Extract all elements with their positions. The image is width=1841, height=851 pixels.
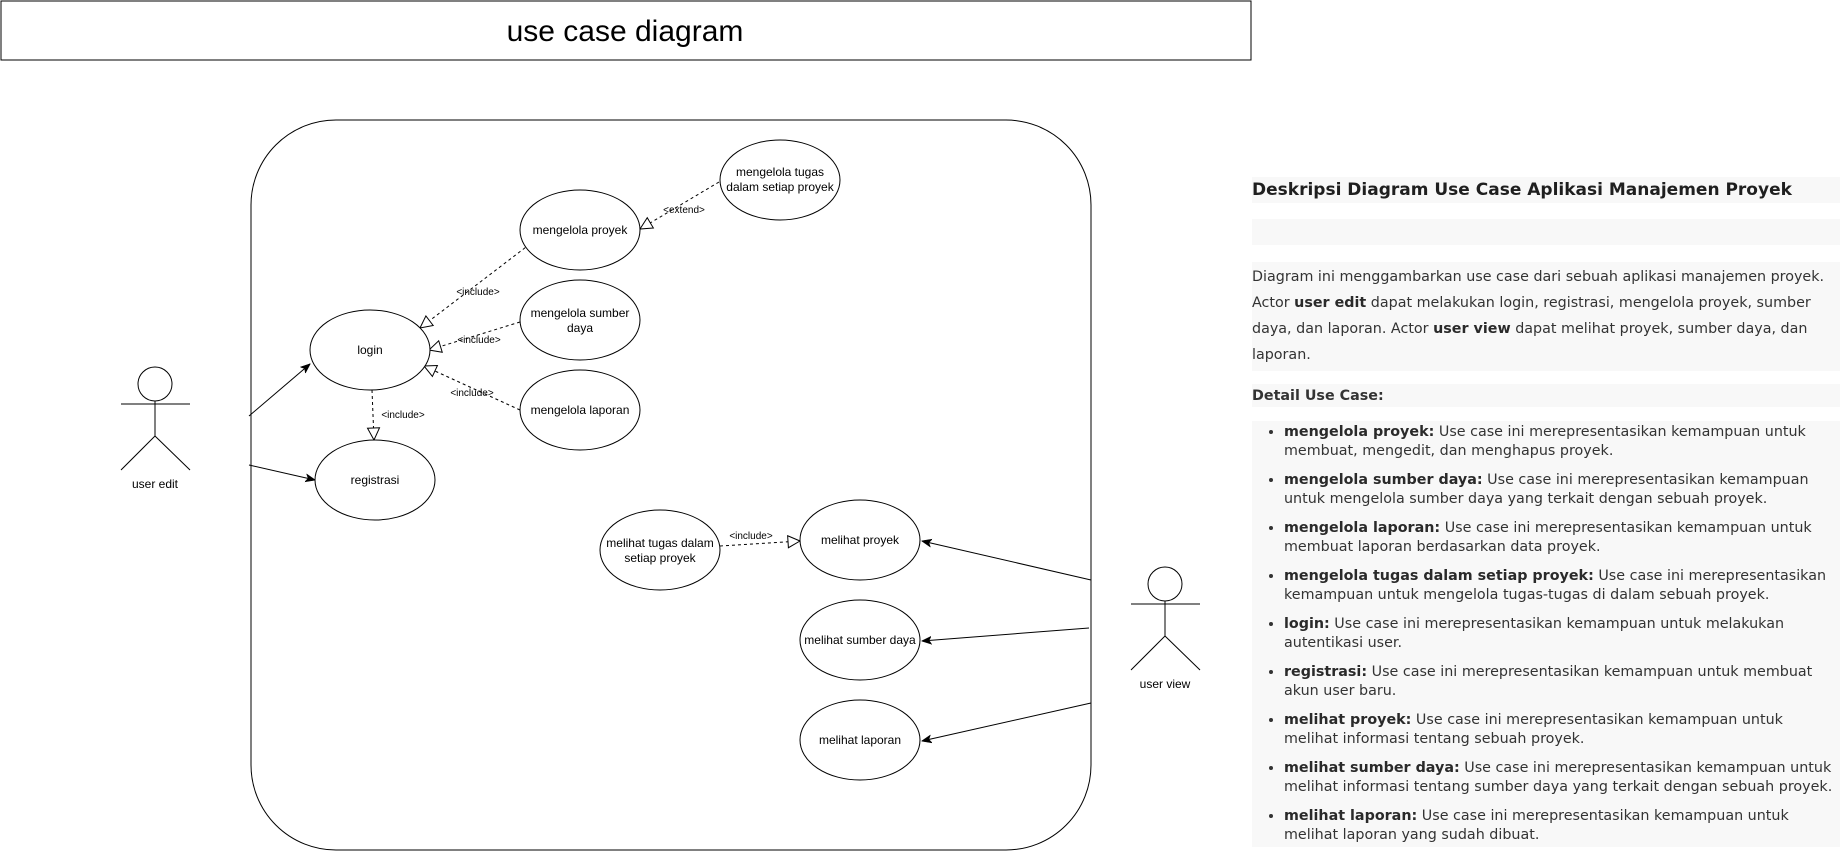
actor-user-edit[interactable]: user edit [120, 366, 191, 491]
actor-user-view[interactable]: user view [1130, 566, 1201, 691]
use-case-mengelola-sumber-daya[interactable]: mengelola sumber daya [519, 279, 641, 361]
svg-text:registrasi: registrasi [351, 473, 400, 487]
list-item: melihat proyek: Use case ini merepresent… [1284, 709, 1840, 749]
svg-text:dalam setiap proyek: dalam setiap proyek [726, 180, 834, 194]
use-case-mengelola-tugas[interactable]: mengelola tugas dalam setiap proyek [719, 139, 841, 221]
description-panel: Deskripsi Diagram Use Case Aplikasi Mana… [1252, 177, 1840, 847]
list-item: mengelola sumber daya: Use case ini mere… [1284, 469, 1840, 509]
description-heading: Deskripsi Diagram Use Case Aplikasi Mana… [1252, 177, 1840, 203]
svg-text:mengelola laporan: mengelola laporan [531, 403, 630, 417]
use-case-detail-list: mengelola proyek: Use case ini mereprese… [1252, 421, 1840, 847]
description-intro: Diagram ini menggambarkan use case dari … [1252, 262, 1840, 371]
use-case-login[interactable]: login [309, 309, 431, 391]
svg-text:mengelola sumber: mengelola sumber [531, 306, 630, 320]
list-item: melihat laporan: Use case ini merepresen… [1284, 805, 1840, 845]
svg-text:melihat tugas dalam: melihat tugas dalam [606, 536, 713, 550]
label-include-laporan-login: <include> [450, 388, 494, 399]
label-include-proyek-login: <include> [456, 287, 500, 298]
svg-text:melihat laporan: melihat laporan [819, 733, 901, 747]
actor-label: user edit [132, 477, 179, 491]
svg-text:melihat proyek: melihat proyek [821, 533, 900, 547]
label-include-sumber-login: <include> [457, 335, 501, 346]
dependency-include-tugas-proyek [719, 541, 800, 546]
use-case-registrasi[interactable]: registrasi [314, 439, 436, 521]
description-spacer [1252, 219, 1840, 245]
svg-text:setiap proyek: setiap proyek [624, 551, 696, 565]
dependency-labels: <extend> <include> <include> <include> <… [381, 205, 773, 542]
dependency-include-proyek-login [420, 243, 531, 328]
associations [248, 364, 1092, 741]
label-include-login-registrasi: <include> [381, 410, 425, 421]
actor-label: user view [1140, 677, 1191, 691]
use-case-mengelola-proyek[interactable]: mengelola proyek [519, 189, 641, 271]
list-item: mengelola proyek: Use case ini mereprese… [1284, 421, 1840, 461]
dependency-include-sumber-login [429, 321, 521, 350]
label-include-tugas-proyek: <include> [729, 531, 773, 542]
stick-figure-icon [1130, 566, 1201, 671]
use-case-melihat-laporan[interactable]: melihat laporan [799, 699, 921, 781]
association-user-view-melihat-proyek [922, 541, 1092, 581]
stick-figure-icon [120, 366, 191, 471]
use-case-melihat-sumber-daya[interactable]: melihat sumber daya [799, 599, 921, 681]
list-item: mengelola tugas dalam setiap proyek: Use… [1284, 565, 1840, 605]
label-extend-tugas: <extend> [663, 205, 705, 216]
diagram-title: use case diagram [507, 15, 744, 48]
detail-heading: Detail Use Case: [1252, 384, 1840, 407]
actor-name-user-view: user view [1433, 321, 1511, 337]
list-item: registrasi: Use case ini merepresentasik… [1284, 661, 1840, 701]
svg-text:melihat sumber daya: melihat sumber daya [804, 633, 916, 647]
use-case-mengelola-laporan[interactable]: mengelola laporan [519, 369, 641, 451]
svg-text:daya: daya [567, 321, 593, 335]
use-case-melihat-proyek[interactable]: melihat proyek [799, 499, 921, 581]
svg-text:mengelola tugas: mengelola tugas [736, 165, 824, 179]
use-case-melihat-tugas[interactable]: melihat tugas dalam setiap proyek [599, 509, 721, 591]
svg-text:login: login [357, 343, 382, 357]
actor-name-user-edit: user edit [1294, 295, 1367, 311]
dependencies [372, 181, 800, 546]
svg-text:mengelola proyek: mengelola proyek [533, 223, 629, 237]
association-user-view-melihat-laporan [922, 702, 1092, 741]
list-item: melihat sumber daya: Use case ini merepr… [1284, 757, 1840, 797]
association-user-view-melihat-sumber-daya [922, 627, 1090, 641]
dependency-include-login-registrasi [372, 389, 374, 440]
diagram-title-box: use case diagram [0, 0, 1252, 61]
list-item: login: Use case ini merepresentasikan ke… [1284, 613, 1840, 653]
list-item: mengelola laporan: Use case ini merepres… [1284, 517, 1840, 557]
association-user-edit-login [248, 364, 310, 417]
association-user-edit-registrasi [248, 464, 315, 480]
